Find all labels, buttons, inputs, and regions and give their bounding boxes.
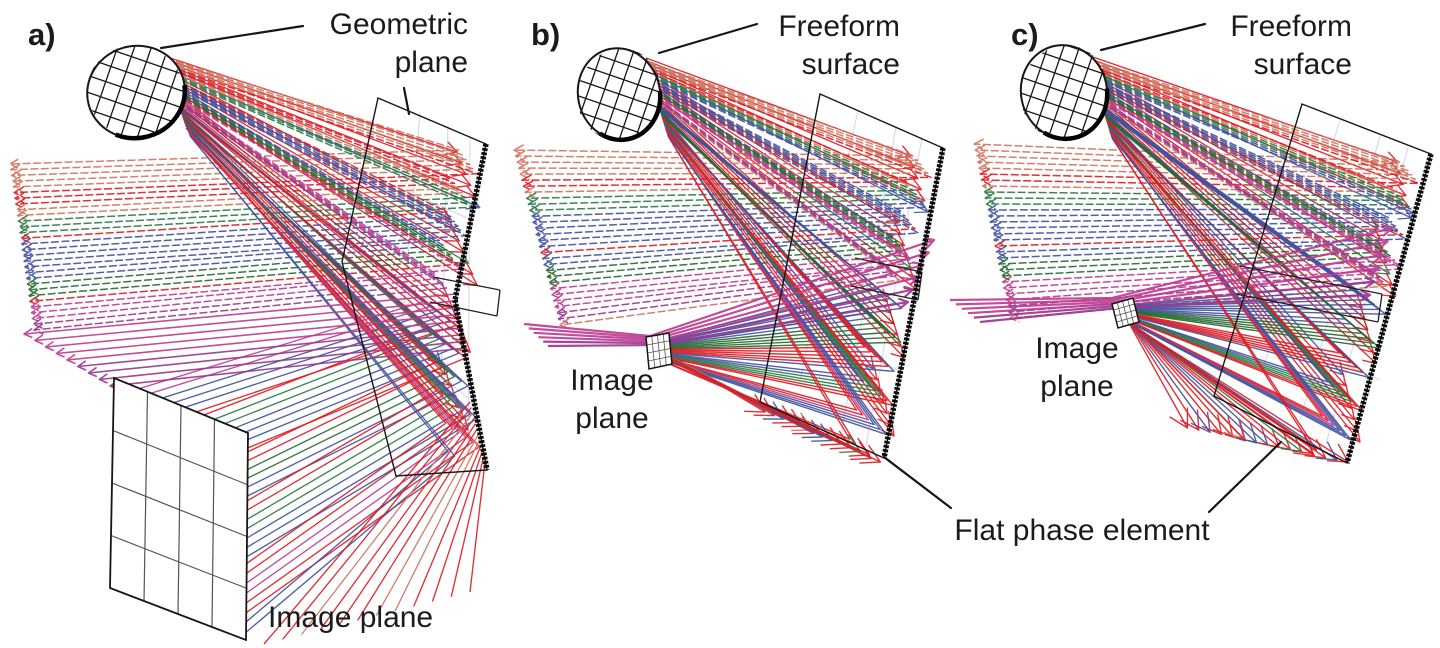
flat-phase-element-label: Flat phase element (954, 514, 1210, 547)
panel-a-letter: a) (28, 17, 56, 52)
panel-a-image-plane-label: Image plane (268, 601, 434, 634)
panel-b-image-plane-label: Image plane (552, 362, 672, 438)
image-plane-grid (645, 332, 673, 370)
panel-c-image-plane-label-line1: Image (1035, 332, 1119, 365)
panel-b-surface-label-line1: Freeform (778, 10, 900, 43)
panel-b (513, 37, 946, 464)
ray-bundles (949, 55, 1420, 463)
panel-a-surface-label-line1: Geometric (329, 8, 468, 41)
panel-c-surface-label-line1: Freeform (1230, 10, 1352, 43)
panel-b-surface-label: Freeform surface (722, 8, 900, 84)
panel-b-letter: b) (531, 17, 561, 52)
image-plane-grid (1111, 297, 1140, 329)
panel-b-image-plane-label-line1: Image (570, 364, 654, 397)
leader-lines (159, 22, 1283, 514)
panel-c-letter: c) (1011, 17, 1039, 52)
image-plane-grid (109, 376, 249, 642)
panel-a-surface-label: Geometric plane (288, 6, 468, 82)
panel-a-surface-label-line2: plane (394, 46, 468, 79)
panel-b-image-plane-label-line2: plane (575, 402, 649, 435)
panel-c-surface-label: Freeform surface (1174, 8, 1352, 84)
phase-plate-outline (1213, 103, 1432, 465)
panel-c-image-plane-label: Image plane (1017, 330, 1137, 406)
panel-c-image-plane-label-line2: plane (1040, 370, 1114, 403)
ray-bundles (513, 57, 936, 464)
panel-c-surface-label-line2: surface (1253, 48, 1352, 81)
panel-a (9, 32, 501, 645)
panel-b-surface-label-line2: surface (801, 48, 900, 81)
ray-bundles (9, 55, 486, 645)
